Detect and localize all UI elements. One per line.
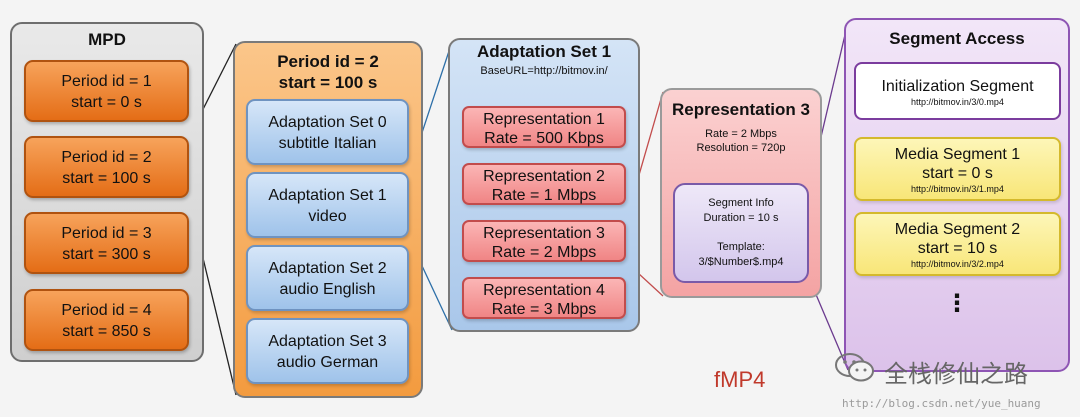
period-start: start = 300 s [62, 246, 151, 263]
representation-box-1[interactable]: Representation 1 Rate = 500 Kbps [462, 106, 626, 148]
period-label: Period id = 4 [61, 302, 152, 319]
wechat-icon [835, 353, 874, 382]
period-box-1[interactable]: Period id = 1 start = 0 s [24, 60, 189, 122]
adaptation-set-box-3[interactable]: Adaptation Set 3 audio German [246, 318, 409, 384]
adaptation-set-box-2[interactable]: Adaptation Set 2 audio English [246, 245, 409, 311]
adaptation-set-title: Adaptation Set 1 [476, 42, 612, 61]
representation-details: Rate = 2 Mbps Resolution = 720p [660, 127, 822, 155]
media-segment-box-2[interactable]: Media Segment 2 start = 10 s http://bitm… [854, 212, 1061, 276]
period-start: start = 0 s [71, 94, 142, 111]
period-box-3[interactable]: Period id = 3 start = 300 s [24, 212, 189, 274]
media-segment-name: Media Segment 2 [894, 221, 1021, 238]
initialization-segment-name: Initialization Segment [881, 78, 1034, 95]
representation-rate-text: Rate = 2 Mbps [705, 128, 777, 140]
segment-info-title: Segment Info [708, 197, 774, 209]
media-segment-start: start = 10 s [917, 240, 998, 257]
period-start: start = 850 s [62, 323, 151, 340]
representation-label: Representation 2 [483, 168, 605, 185]
representation-label: Representation 4 [483, 282, 605, 299]
segment-info-template-label: Template: [717, 241, 765, 253]
adaptation-set-desc: subtitle Italian [278, 135, 377, 152]
adaptation-set-label: Adaptation Set 1 [268, 187, 387, 204]
adaptation-set-label: Adaptation Set 0 [268, 114, 387, 131]
media-segment-start: start = 0 s [922, 165, 993, 182]
representation-box-2[interactable]: Representation 2 Rate = 1 Mbps [462, 163, 626, 205]
adaptation-set-desc: audio English [279, 281, 376, 298]
adaptation-set-desc: audio German [276, 354, 379, 371]
adaptation-set-label: Adaptation Set 3 [268, 333, 387, 350]
representation-title: Representation 3 [672, 100, 810, 119]
segment-access-title: Segment Access [889, 29, 1025, 48]
adaptation-set-box-0[interactable]: Adaptation Set 0 subtitle Italian [246, 99, 409, 165]
representation-label: Representation 1 [483, 111, 605, 128]
representation-rate: Rate = 1 Mbps [491, 187, 597, 204]
adaptation-set-box-1[interactable]: Adaptation Set 1 video [246, 172, 409, 238]
initialization-segment-box[interactable]: Initialization Segment http://bitmov.in/… [854, 62, 1061, 120]
representation-rate: Rate = 3 Mbps [491, 301, 597, 318]
media-segment-name: Media Segment 1 [894, 146, 1021, 163]
representation-box-4[interactable]: Representation 4 Rate = 3 Mbps [462, 277, 626, 319]
representation-box-3[interactable]: Representation 3 Rate = 2 Mbps [462, 220, 626, 262]
period-label: Period id = 3 [61, 225, 152, 242]
period-title: Period id = 2 start = 100 s [233, 51, 423, 93]
period-label: Period id = 1 [61, 73, 152, 90]
base-url: BaseURL=http://bitmov.in/ [480, 65, 608, 77]
initialization-segment-url: http://bitmov.in/3/0.mp4 [911, 97, 1004, 107]
adaptation-set-desc: video [308, 208, 347, 225]
period-title-id: Period id = 2 [277, 52, 379, 71]
representation-label: Representation 3 [483, 225, 605, 242]
period-box-2[interactable]: Period id = 2 start = 100 s [24, 136, 189, 198]
watermark-url: http://blog.csdn.net/yue_huang [842, 397, 1041, 410]
adaptation-set-label: Adaptation Set 2 [268, 260, 387, 277]
watermark-text: 全栈修仙之路 [884, 361, 1028, 388]
media-segment-box-1[interactable]: Media Segment 1 start = 0 s http://bitmo… [854, 137, 1061, 201]
period-start: start = 100 s [62, 170, 151, 187]
representation-rate: Rate = 500 Kbps [484, 130, 604, 147]
fmp4-label: fMP4 [714, 367, 766, 392]
period-label: Period id = 2 [61, 149, 152, 166]
representation-resolution: Resolution = 720p [696, 142, 786, 154]
segment-info-box[interactable]: Segment Info Duration = 10 s Template: 3… [673, 183, 809, 283]
period-box-4[interactable]: Period id = 4 start = 850 s [24, 289, 189, 351]
ellipsis-vertical: ⋮ [945, 290, 969, 317]
media-segment-url: http://bitmov.in/3/2.mp4 [911, 259, 1004, 269]
media-segment-url: http://bitmov.in/3/1.mp4 [911, 184, 1004, 194]
segment-info-duration: Duration = 10 s [703, 212, 779, 224]
segment-info-template-value: 3/$Number$.mp4 [698, 256, 784, 268]
period-title-start: start = 100 s [278, 73, 378, 92]
mpd-title: MPD [88, 30, 126, 49]
segment-info-spacer [675, 226, 807, 240]
representation-rate: Rate = 2 Mbps [491, 244, 597, 261]
